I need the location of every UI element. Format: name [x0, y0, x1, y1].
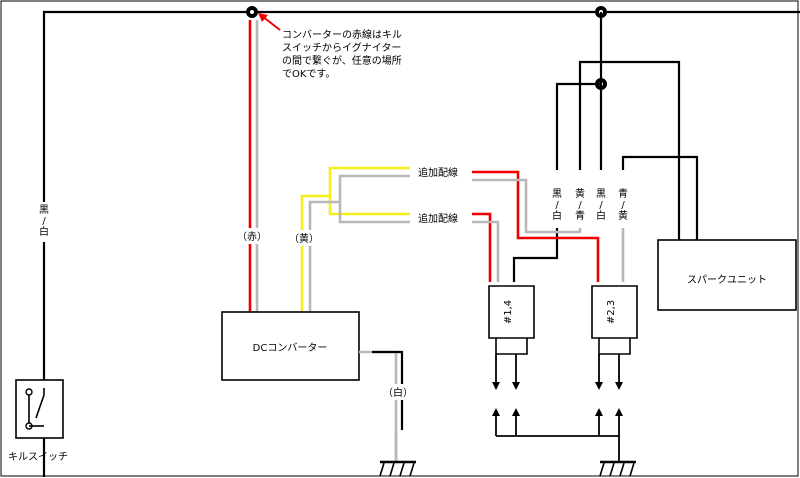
white-label-bg — [380, 384, 416, 400]
left-wire-code-2: / — [42, 216, 46, 227]
spark-unit-box — [657, 239, 797, 311]
white-label: （白） — [383, 386, 413, 399]
note-line-2: スイッチからイグナイター — [282, 41, 401, 54]
code-2-mid: / — [578, 200, 582, 211]
red-wire-extra-1 — [472, 170, 600, 282]
note-line-1: コンバーターの赤線はキル — [282, 28, 402, 41]
kill-switch-box — [15, 379, 64, 439]
wire-code1-to-coil14 — [512, 228, 559, 282]
code-3-top: 黒 — [596, 188, 606, 200]
code-4-top: 青 — [618, 187, 628, 200]
kill-switch-label: キルスイッチ — [8, 451, 68, 463]
note-line-4: でOKです。 — [282, 68, 335, 80]
code-4-bot: 黄 — [618, 209, 628, 222]
ground-icon-right — [599, 460, 636, 477]
spark-unit-label: スパークユニット — [687, 274, 767, 286]
spark-plug-returns — [492, 408, 623, 462]
code-2-bot: 青 — [575, 209, 585, 222]
note-line-3: の間で繋ぐが、任意の場所 — [282, 54, 402, 67]
extra-wiring-label-1: 追加配線 — [418, 166, 458, 179]
left-wire-code-3: 白 — [39, 225, 49, 238]
gray-wire-extra-2 — [472, 220, 500, 282]
code-1-mid: / — [555, 200, 559, 211]
code-2-top: 黄 — [575, 187, 585, 200]
label-bg-left — [36, 202, 53, 242]
coil-23-label: #2,3 — [606, 300, 617, 324]
red-label-bg — [230, 228, 272, 244]
wire-to-code-1 — [555, 82, 601, 170]
left-wire-code-1: 黒 — [39, 204, 49, 216]
wire-codes: 黒 / 白 黄 / 青 黒 / 白 青 / 黄 — [550, 186, 632, 224]
wire-to-code-4 — [621, 155, 699, 240]
gray-wire-lower — [338, 202, 410, 224]
yellow-label-bg — [284, 230, 324, 246]
code-3-mid: / — [599, 200, 603, 211]
code-1-bot: 白 — [552, 209, 562, 222]
coil-14-label: #1,4 — [503, 300, 514, 324]
code-1-top: 黒 — [552, 188, 562, 200]
wire-to-spark-1 — [578, 60, 681, 240]
kill-switch-icon — [25, 388, 45, 430]
coil-output-arrows — [492, 354, 623, 390]
coil-14: #1,4 — [488, 285, 535, 355]
dc-converter-box — [221, 311, 360, 381]
extra-wiring-label-2: 追加配線 — [418, 212, 458, 225]
junction-left — [246, 6, 258, 18]
red-wire-extra-2 — [472, 212, 492, 282]
yellow-label: （黄） — [289, 232, 319, 245]
red-label: （赤） — [237, 231, 267, 243]
gray-wire-extra-1 — [472, 178, 582, 234]
coil-23: #2,3 — [591, 285, 638, 355]
dc-converter-label: DCコンバーター — [253, 342, 328, 354]
white-wire — [359, 350, 398, 462]
code-3-bot: 白 — [596, 209, 606, 222]
code-4-mid: / — [621, 200, 625, 211]
ground-wire — [372, 350, 404, 430]
yellow-wire-lower — [328, 196, 410, 216]
red-arrow-icon — [258, 13, 281, 31]
ground-icon-left — [379, 460, 416, 477]
note-text: コンバーターの赤線はキル スイッチからイグナイター の間で繋ぐが、任意の場所 で… — [282, 28, 402, 80]
main-wire-top — [42, 10, 800, 477]
